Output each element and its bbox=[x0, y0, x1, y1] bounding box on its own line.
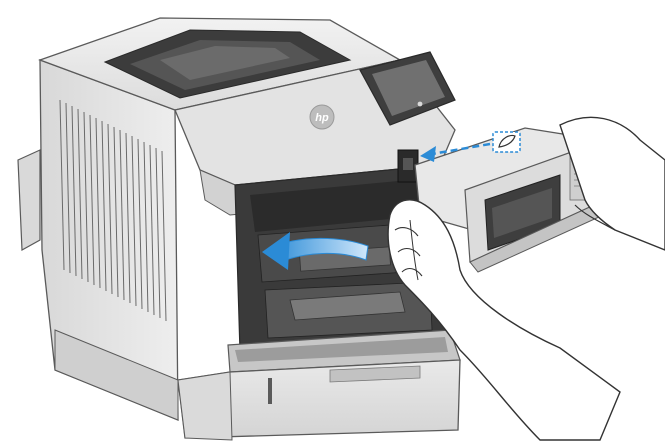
printer-lower-body bbox=[177, 359, 461, 441]
curved-arrow-icon bbox=[262, 232, 369, 270]
accessory-module bbox=[414, 127, 611, 273]
side-tray bbox=[17, 149, 41, 251]
printer-side-panel bbox=[39, 59, 179, 421]
right-hand bbox=[559, 116, 665, 251]
front-door[interactable] bbox=[227, 329, 461, 373]
control-panel[interactable] bbox=[359, 51, 456, 126]
arrow-left-icon bbox=[420, 142, 491, 162]
left-hand bbox=[387, 199, 621, 441]
svg-text:hp: hp bbox=[315, 112, 329, 124]
side-vents bbox=[59, 99, 167, 322]
tray-handle[interactable] bbox=[329, 365, 421, 383]
touchscreen-display[interactable] bbox=[372, 60, 445, 116]
leaf-icon bbox=[492, 131, 521, 153]
tray-indicator bbox=[268, 378, 272, 404]
hp-logo-icon: hp bbox=[309, 104, 335, 130]
home-icon[interactable] bbox=[417, 101, 423, 107]
printer-top bbox=[38, 17, 402, 111]
